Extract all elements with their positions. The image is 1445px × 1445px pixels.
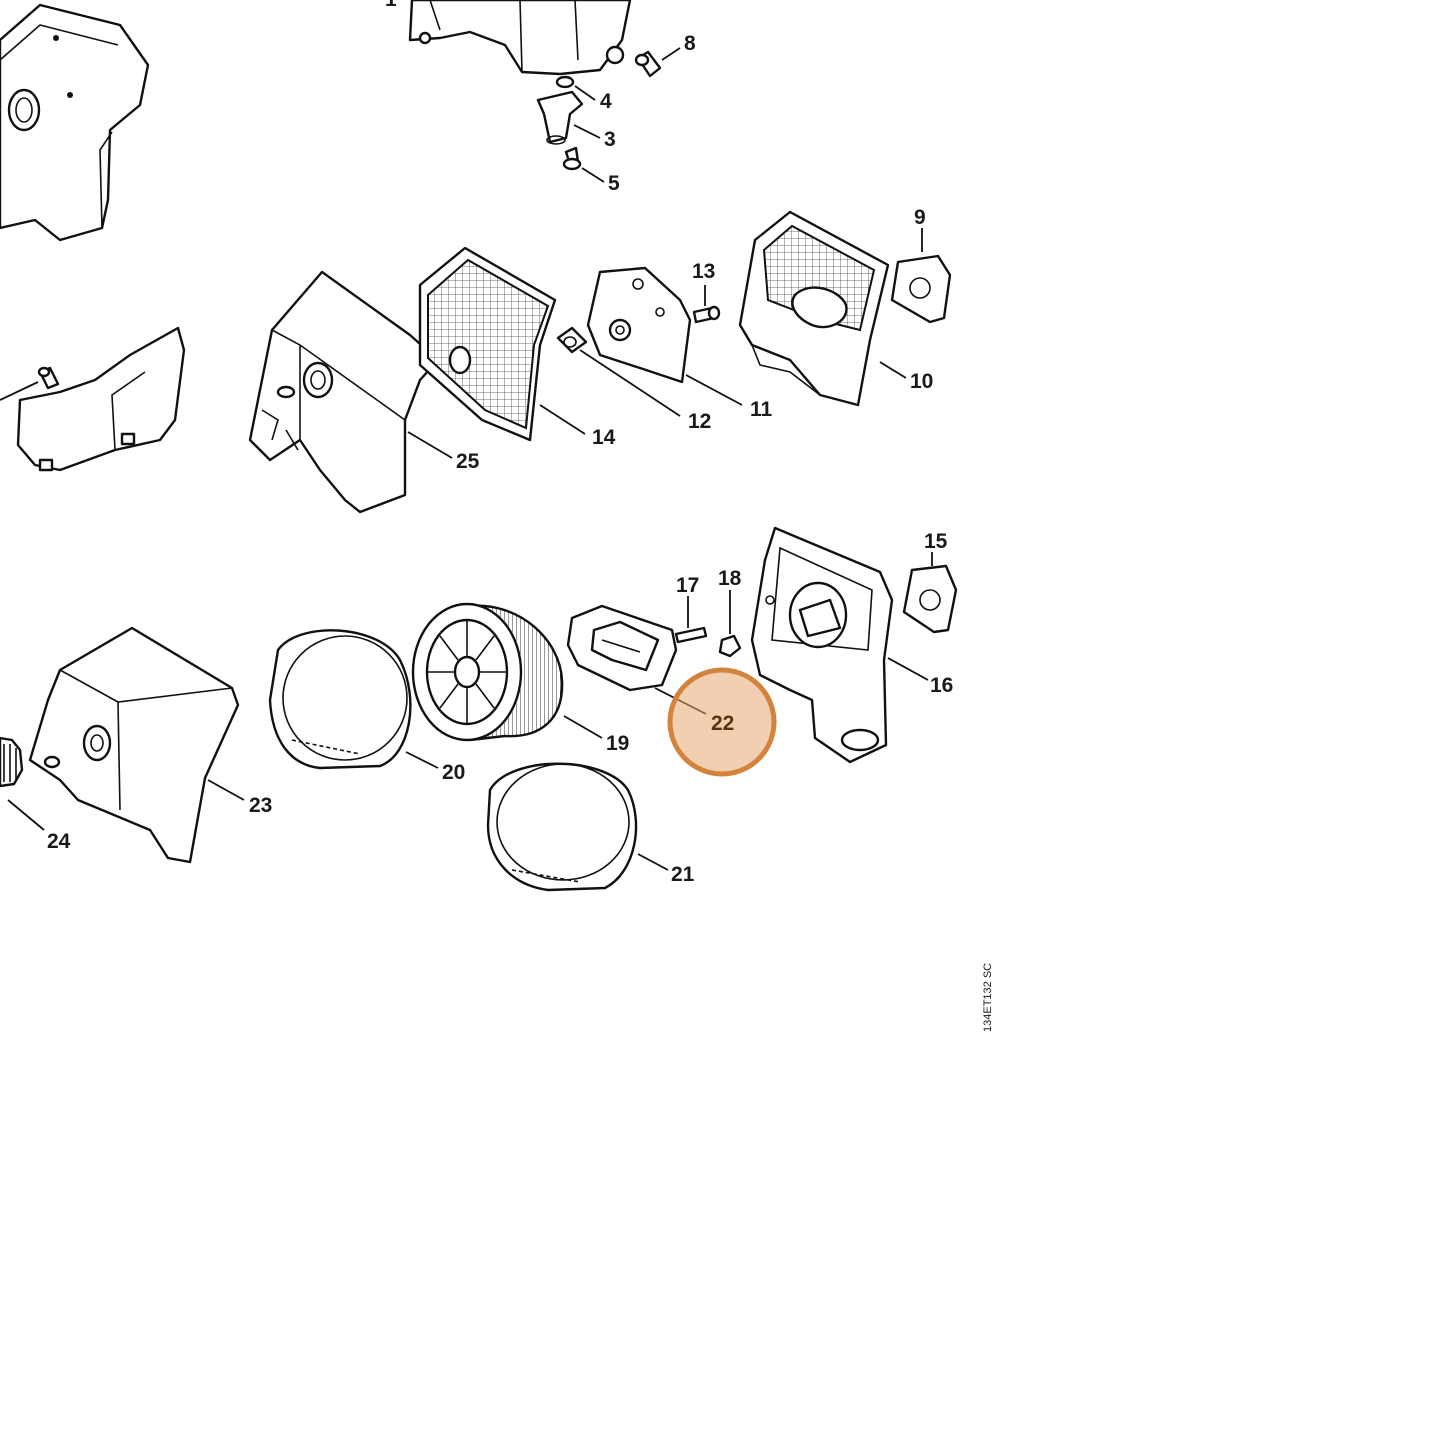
callout-1: 1 [385,0,397,11]
callout-25: 25 [456,450,480,473]
callout-12: 12 [688,410,711,433]
carburetor-base-part-16 [750,526,894,764]
gasket-part-15 [902,564,958,634]
filter-holder-part-10 [738,210,890,407]
gear-part-24 [0,736,24,788]
callout-11: 11 [750,398,773,421]
callout-8: 8 [684,32,696,55]
screw-part-13 [692,305,721,324]
highlight-circle[interactable] [667,667,777,777]
ring-filter-part-21 [486,762,638,892]
knob-part-3 [536,90,584,145]
gasket-part-9 [890,254,952,324]
callout-22-highlighted[interactable]: 22 [711,712,734,735]
top-left-cover-part [0,3,150,242]
o-ring-part-4 [555,75,575,89]
callout-3: 3 [604,128,616,151]
callout-21: 21 [671,863,695,886]
callout-10: 10 [910,370,933,393]
nut-part-18 [718,634,742,658]
callout-23: 23 [249,794,272,817]
callout-17: 17 [676,574,699,597]
cover-part-22 [566,604,678,692]
air-filter-part-14 [418,246,557,442]
cover-part-25 [248,270,440,514]
callout-20: 20 [442,761,465,784]
screw-part-8 [634,50,662,78]
callout-5: 5 [608,172,620,195]
bracket-part-11 [586,266,692,384]
filter-element-part-19 [411,602,564,742]
callout-4: 4 [600,90,612,113]
cover-part-23 [28,626,240,864]
bolt-part-12 [556,326,588,354]
callout-13: 13 [692,260,715,283]
ring-filter-part-20 [268,629,412,770]
screw-part-5 [562,146,582,171]
callout-24: 24 [47,830,71,853]
callout-16: 16 [930,674,953,697]
drawing-code: 134ET132 SC [982,963,994,1032]
callout-9: 9 [914,206,926,229]
callout-18: 18 [718,567,742,590]
top-housing-part [408,0,632,76]
side-plate-part [16,326,186,472]
callout-19: 19 [606,732,629,755]
pin-part-17 [674,626,708,644]
callout-15: 15 [924,530,948,553]
callout-14: 14 [592,426,616,449]
